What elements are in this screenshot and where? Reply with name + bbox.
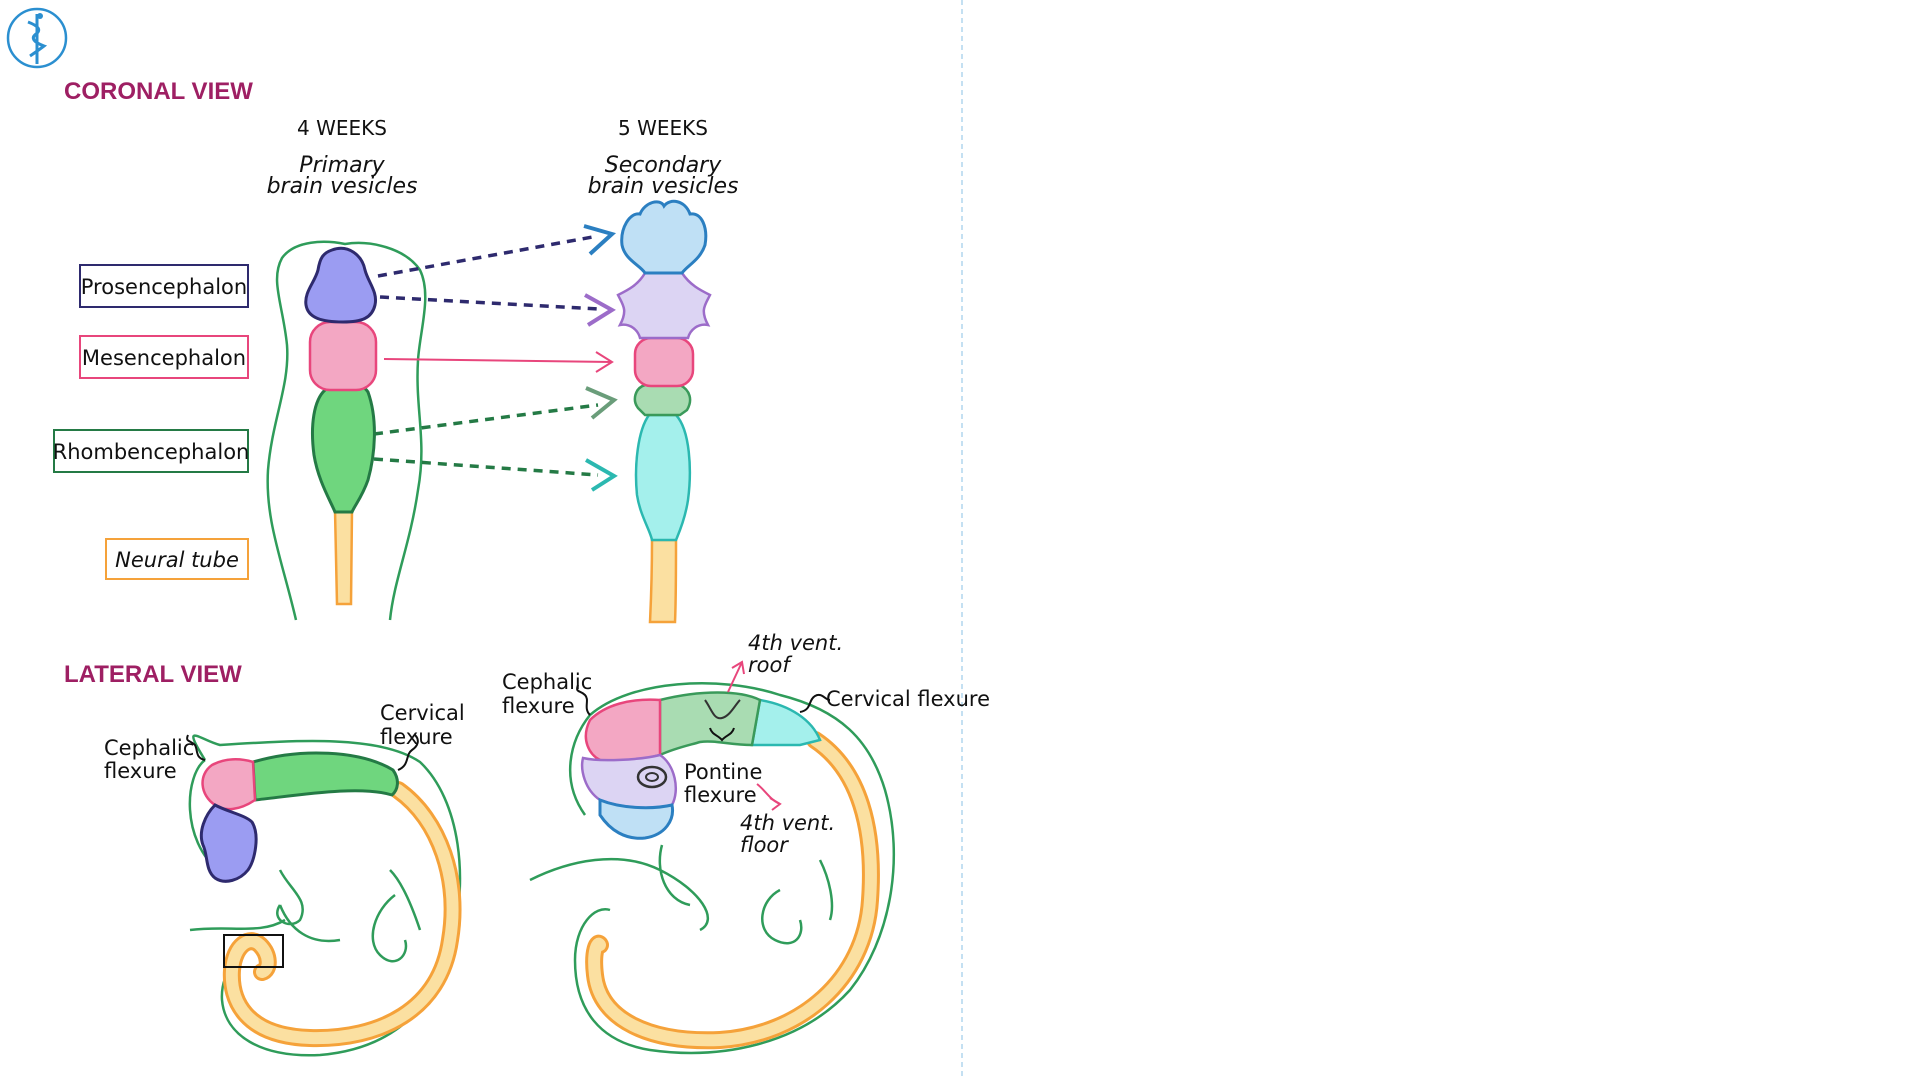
lat5-cephalic-1: Cephalic	[502, 670, 592, 694]
week5-title-2: brain vesicles	[588, 174, 739, 199]
week4-title-1: Primary	[299, 153, 385, 178]
lat5-roof-2: roof	[748, 653, 793, 677]
coronal5-mesencephalon	[633, 336, 695, 388]
coronal-week5-embryo	[616, 199, 712, 624]
week4-label: 4 WEEKS	[297, 116, 387, 140]
lat5-floor-2: floor	[740, 833, 789, 857]
coronal-view-title: CORONAL VIEW	[64, 78, 253, 105]
svg-text:Prosencephalon: Prosencephalon	[81, 275, 247, 299]
lat4-cephalic-2: flexure	[104, 759, 177, 783]
lateral-week4-embryo	[186, 734, 462, 1057]
coronal-week4-embryo	[266, 240, 427, 621]
lat5-floor-1: 4th vent.	[740, 811, 835, 835]
lateral-week5-embryo	[529, 660, 895, 1055]
lateral-view-title: LATERAL VIEW	[64, 661, 242, 688]
week4-title-2: brain vesicles	[267, 174, 418, 199]
lat5-roof-1: 4th vent.	[748, 631, 843, 655]
svg-text:Mesencephalon: Mesencephalon	[82, 346, 246, 370]
lat4-cephalic-1: Cephalic	[104, 736, 194, 760]
coronal4-mesencephalon	[308, 320, 378, 392]
coronal5-metencephalon	[633, 383, 692, 417]
svg-text:Rhombencephalon: Rhombencephalon	[53, 440, 250, 464]
lat4-cervical-2: flexure	[380, 725, 453, 749]
label-prosencephalon: Prosencephalon	[79, 264, 249, 308]
lat4-cervical-1: Cervical	[380, 701, 465, 725]
week5-label: 5 WEEKS	[618, 116, 708, 140]
week5-title-1: Secondary	[605, 153, 722, 178]
lat5-cervical: Cervical flexure	[826, 687, 990, 711]
lat5-cephalic-2: flexure	[502, 694, 575, 718]
label-neural-tube: Neural tube	[105, 538, 249, 580]
caduceus-logo-icon	[6, 7, 68, 69]
lat5-pontine-2: flexure	[684, 783, 757, 807]
label-mesencephalon: Mesencephalon	[79, 335, 249, 379]
lat5-pontine-1: Pontine	[684, 760, 762, 784]
coronal5-myelencephalon	[634, 413, 692, 542]
svg-text:Neural tube: Neural tube	[115, 548, 239, 572]
coronal5-diencephalon	[616, 271, 712, 340]
coronal4-prosencephalon	[304, 246, 378, 324]
label-rhombencephalon: Rhombencephalon	[53, 429, 250, 473]
coronal-arrows	[373, 224, 618, 492]
coronal5-telencephalon	[620, 199, 708, 275]
coronal4-rhombencephalon	[311, 381, 376, 514]
